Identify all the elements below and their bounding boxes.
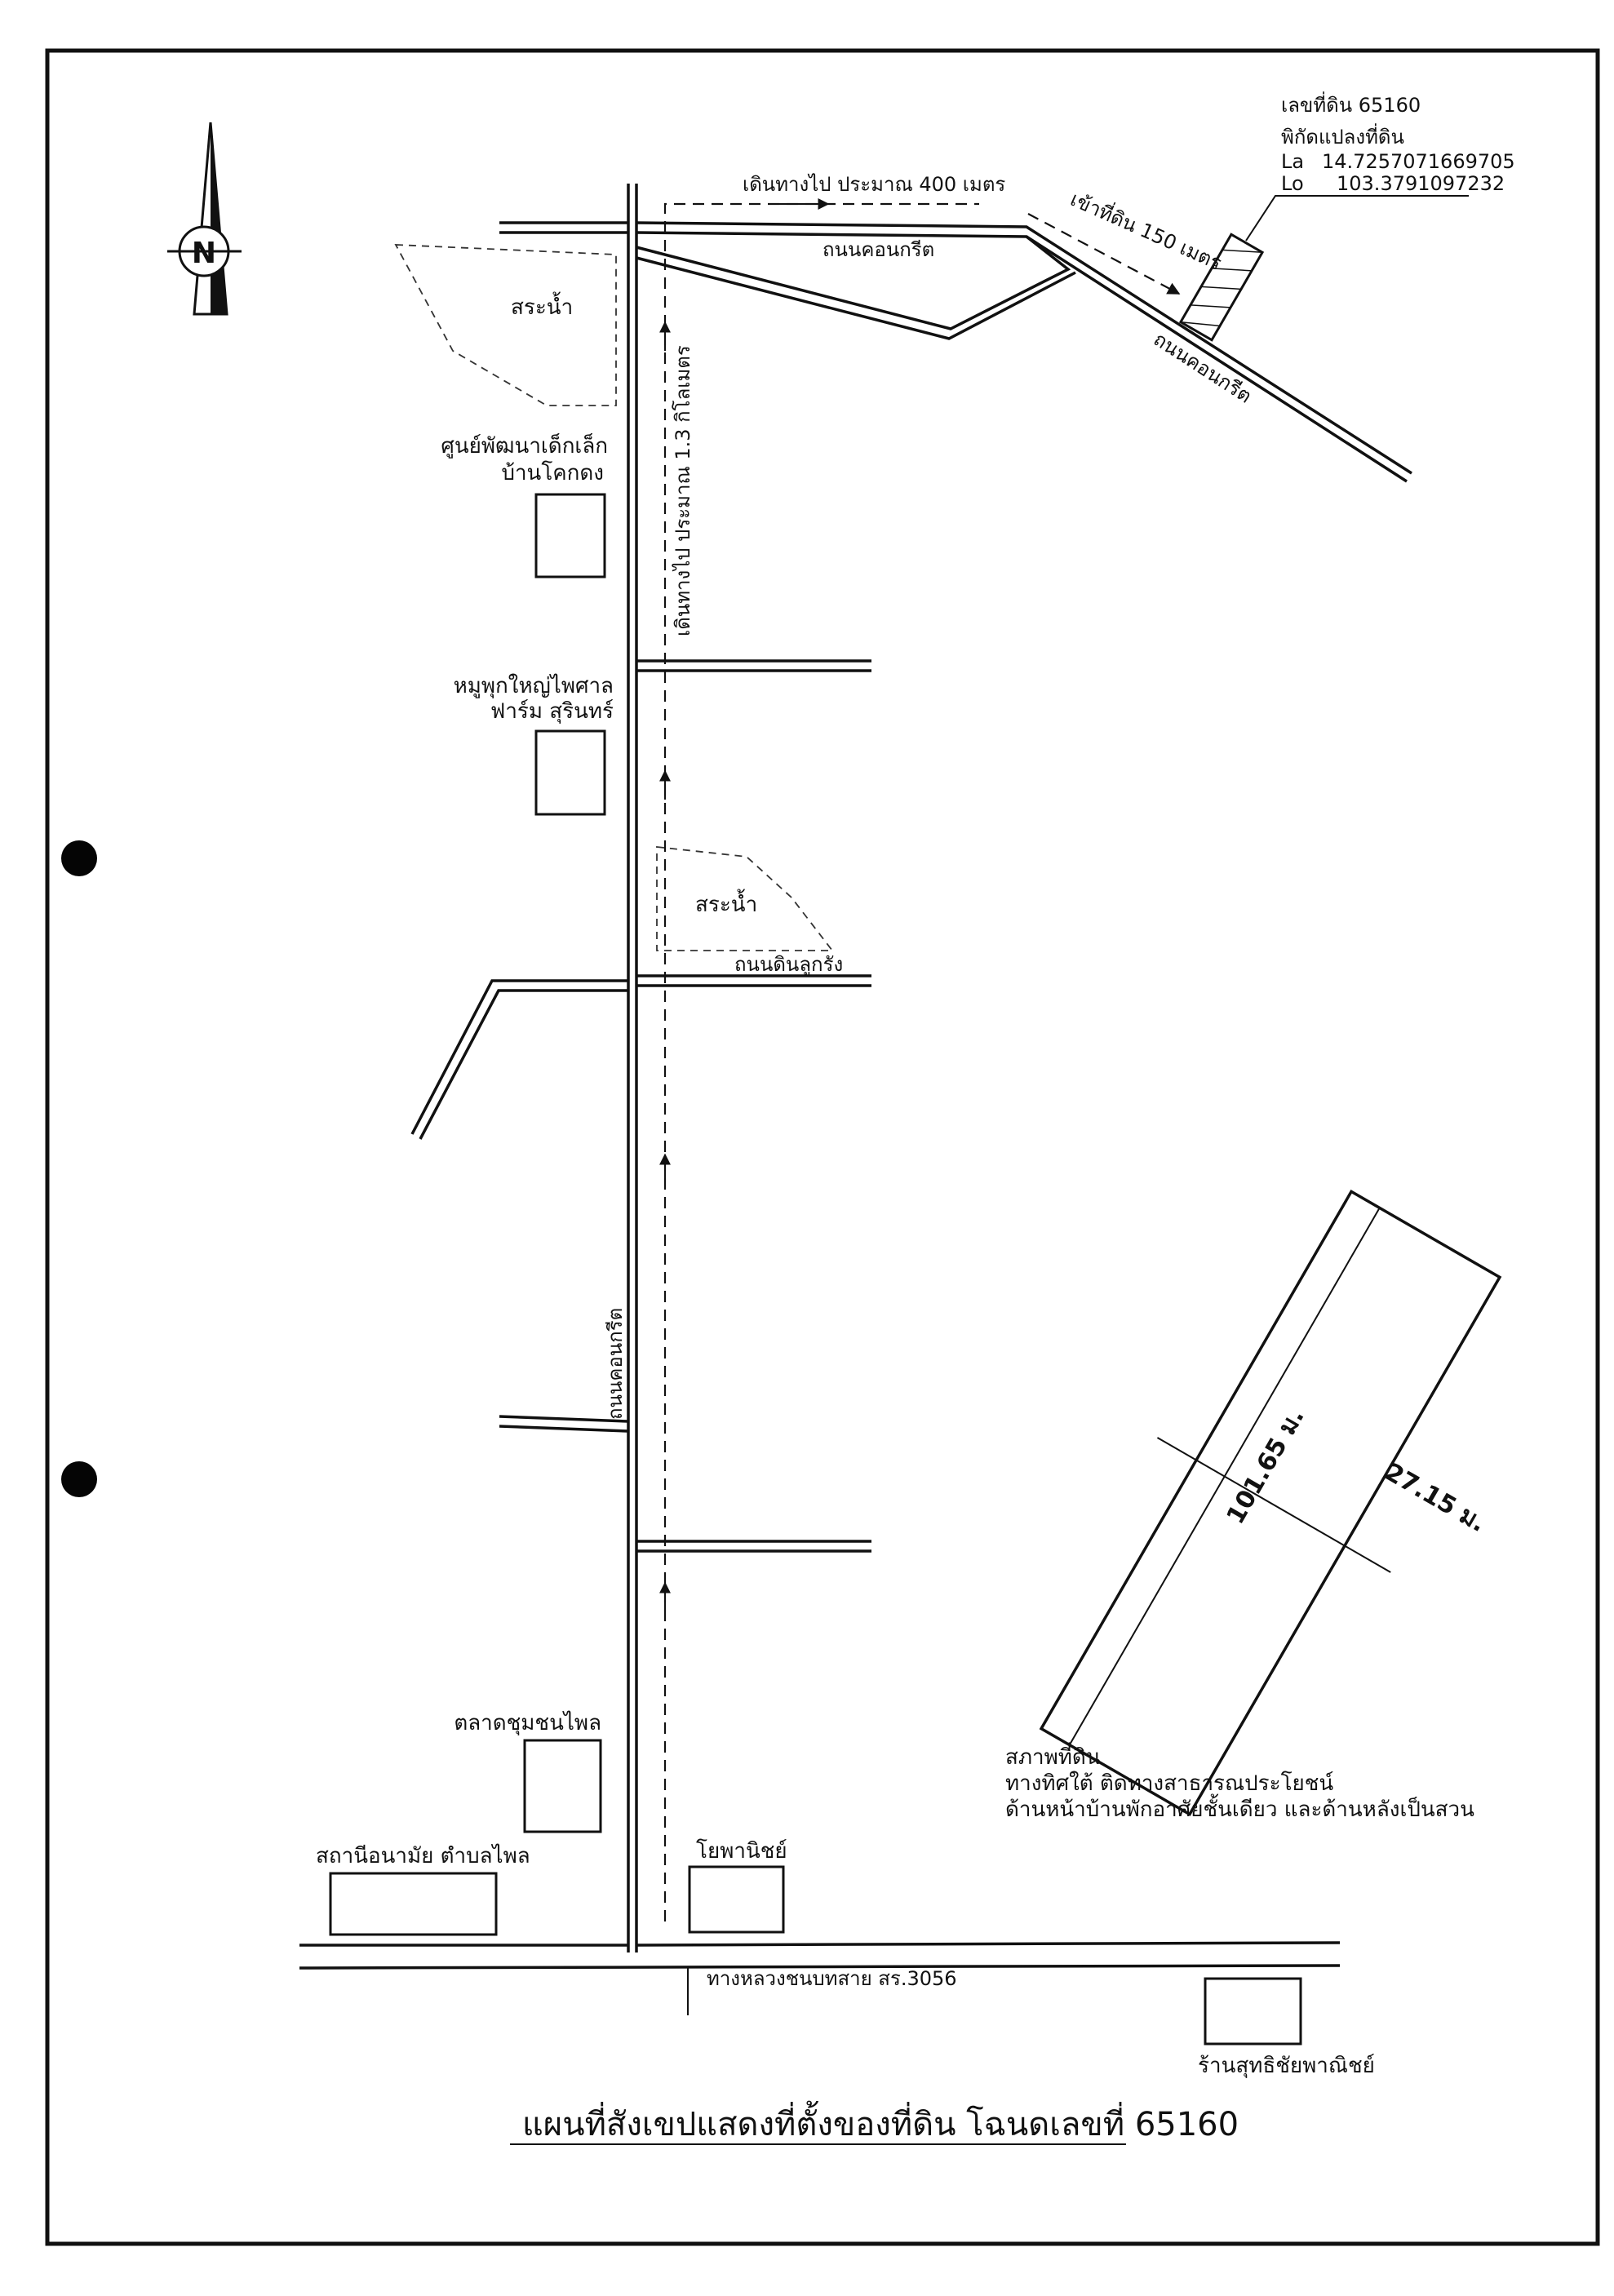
health-station-label: สถานีอนามัย ตำบลไพล [316, 1843, 530, 1868]
compass-letter: N [192, 237, 216, 270]
pond-top [394, 244, 617, 406]
childcare-label-line2: บ้านโคกดง [501, 460, 604, 485]
land-condition-heading: สภาพที่ดิน [1005, 1742, 1101, 1770]
binder-hole-upper [61, 840, 97, 876]
longitude-label: Lo [1281, 172, 1304, 195]
parcel-width-label: 27.15 ม. [1380, 1458, 1491, 1539]
pigfarm-label-line1: หมูพุกใหญ่ไพศาล [454, 673, 614, 698]
health-station-box [329, 1872, 498, 1936]
rural-highway [299, 1941, 1341, 2015]
direction-main-label: เดินทางไป ประมาณ 1.3 กิโลเมตร [672, 345, 694, 636]
land-condition-line1: ทางทิศใต้ ติดทางสาธารณประโยชน์ [1005, 1771, 1333, 1796]
childcare-center-box [534, 493, 606, 578]
coords-heading-label: พิกัดแปลงที่ดิน [1281, 123, 1404, 148]
market-box [523, 1739, 602, 1833]
parcel-length-label: 101.65 ม. [1222, 1403, 1310, 1529]
direction-top-label: เดินทางไป ประมาณ 400 เมตร [743, 173, 1005, 196]
direction-to-land-label: เข้าที่ดิน 150 เมตร [1067, 185, 1226, 274]
pond-mid-label: สระน้ำ [695, 889, 757, 917]
parcel-number-label: เลขที่ดิน 65160 [1281, 91, 1421, 117]
parcel-diagram [1039, 1190, 1502, 1816]
laterite-road [410, 974, 871, 1140]
market-label: ตลาดชุมชนไพล [454, 1710, 601, 1735]
yopanich-shop-box [688, 1865, 785, 1934]
main-concrete-road [627, 184, 638, 1952]
longitude-value: 103.3791097232 [1337, 172, 1505, 195]
land-condition-line2: ด้านหน้าบ้านพักอาศัยชั้นเดียว และด้านหลั… [1005, 1793, 1474, 1822]
pond-middle [656, 845, 834, 951]
pigfarm-label-line2: ฟาร์ม สุรินทร์ [490, 699, 614, 724]
sutthichai-shop-box [1204, 1977, 1302, 2046]
side-road-right-2 [636, 1540, 871, 1553]
yopanich-label: โยพานิชย์ [696, 1838, 787, 1864]
latitude-label: La [1281, 150, 1304, 173]
binder-hole-lower [61, 1461, 97, 1497]
branch-road-loop [636, 235, 1076, 340]
map-title: แผนที่สังเขปแสดงที่ตั้งของที่ดิน โฉนดเลข… [522, 2100, 1239, 2143]
road-label-highway: ทางหลวงชนบทสาย สร.3056 [707, 1967, 957, 1990]
route-path [659, 198, 1181, 1921]
childcare-label-line1: ศูนย์พัฒนาเด็กเล็ก [441, 432, 608, 459]
pig-farm-box [534, 729, 606, 816]
parcel-location-marker [1178, 233, 1265, 342]
road-label-laterite: ถนนดินลูกรัง [734, 953, 843, 977]
road-label-concrete-top: ถนนคอนกรีต [823, 238, 934, 261]
coords-leader-line [1245, 195, 1469, 242]
latitude-value: 14.7257071669705 [1322, 150, 1515, 173]
sutthichai-label: ร้านสุทธิชัยพาณิชย์ [1198, 2054, 1375, 2078]
pond-top-label: สระน้ำ [511, 291, 573, 320]
north-arrow-icon: N [167, 122, 242, 316]
page-frame [45, 48, 1600, 2246]
road-label-concrete-main: ถนนคอนกรีต [604, 1308, 627, 1420]
side-road-left [499, 1415, 629, 1433]
side-road-right-1 [636, 659, 871, 672]
